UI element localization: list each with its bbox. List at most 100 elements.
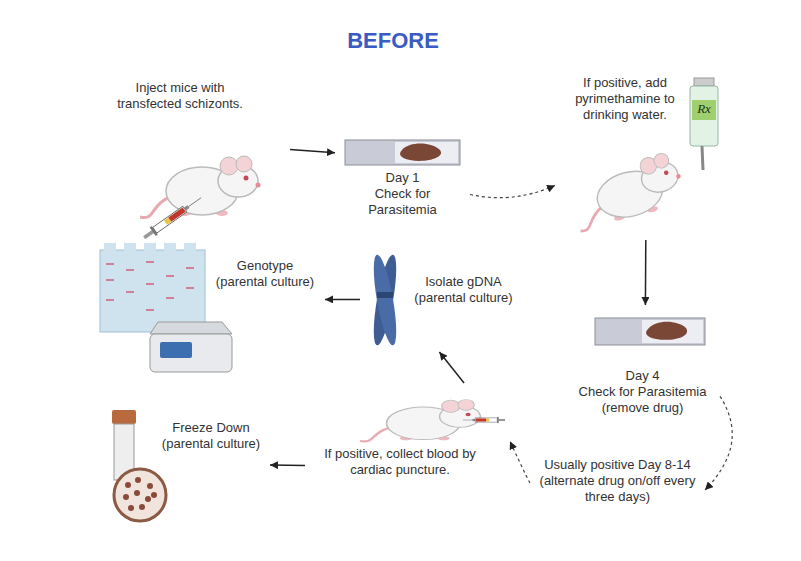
frozen-vial-part — [123, 477, 157, 511]
frozen-vial-part-part — [134, 490, 140, 496]
gel-and-pcr-part — [106, 262, 194, 310]
blood-slide-part — [595, 318, 705, 345]
frozen-vial-part — [112, 410, 136, 424]
gel-and-pcr-part — [104, 243, 116, 251]
step-node: If positive, collect blood by cardiac pu… — [310, 388, 505, 485]
cardiac-puncture-mouse-part — [360, 399, 483, 441]
frozen-vial-part-part — [147, 483, 153, 489]
drinking-mouse-part-part — [567, 150, 688, 232]
caption-text: Isolate gDNA — [407, 274, 520, 290]
drinking-mouse-part — [690, 86, 718, 146]
blood-slide-part — [400, 144, 441, 161]
chromosome-part — [369, 253, 401, 346]
gel-and-pcr-part-part — [146, 283, 154, 285]
gel-and-pcr-part — [160, 342, 192, 358]
step-node: Inject mice with transfected schizonts. — [105, 75, 285, 230]
caption-text: Check for Parasitemia (remove drug) — [570, 384, 715, 416]
gel-and-pcr-part — [144, 243, 156, 251]
blood-slide — [595, 318, 705, 345]
gel-and-pcr-part-part — [106, 299, 114, 301]
gel-and-pcr-part-part — [146, 309, 154, 311]
chromosome-part — [369, 253, 401, 346]
frozen-vial-part — [114, 469, 166, 521]
flow-arrow — [270, 464, 305, 466]
chromosome-part — [377, 292, 393, 298]
cardiac-puncture-mouse-part-part — [463, 417, 505, 423]
caption-text: Inject mice with transfected schizonts. — [105, 80, 255, 112]
frozen-vial-part-part — [135, 477, 141, 483]
drinking-mouse-part — [702, 146, 703, 170]
step-caption: Isolate gDNA(parental culture) — [407, 274, 520, 306]
caption-text: Genotype — [210, 258, 320, 274]
gel-and-pcr — [100, 243, 232, 372]
frozen-vial-part-part — [145, 496, 151, 502]
gel-and-pcr-part-part — [186, 287, 194, 289]
gel-and-pcr-part — [164, 243, 176, 251]
dashed-arrow — [510, 441, 530, 483]
dashed-arrow — [470, 186, 555, 198]
flow-arrow — [325, 299, 360, 301]
flow-arrow — [290, 149, 335, 152]
chromosome — [369, 253, 401, 346]
bottle-label: Rx — [692, 101, 716, 117]
frozen-vial-part-part — [151, 492, 157, 498]
gel-and-pcr-part-part — [146, 261, 154, 263]
step-node: Usually positive Day 8-14 (alternate dru… — [535, 455, 700, 525]
gel-and-pcr-part — [100, 250, 205, 332]
step-caption: Genotype(parental culture) — [210, 258, 320, 290]
blood-slide-part — [395, 142, 458, 163]
step-node: Day 1Check for Parasitemia — [340, 135, 465, 220]
drinking-mouse-part — [567, 150, 688, 232]
gel-and-pcr-part — [150, 334, 232, 372]
gel-and-pcr-part-part — [126, 291, 134, 293]
caption-text: If positive, collect blood by cardiac pu… — [310, 446, 490, 478]
injected-mouse-part-part — [141, 193, 204, 242]
caption-text: (parental culture) — [407, 290, 520, 306]
step-caption: Day 1Check for Parasitemia — [340, 170, 465, 218]
frozen-vial — [112, 410, 166, 521]
frozen-vial-part-part — [139, 504, 145, 510]
frozen-vial-part-part — [125, 482, 131, 488]
cardiac-puncture-mouse-part — [463, 417, 505, 423]
step-caption: Usually positive Day 8-14 (alternate dru… — [535, 457, 700, 505]
injected-mouse — [140, 156, 261, 242]
step-caption: If positive, add pyrimethamine to drinki… — [560, 75, 690, 123]
step-node: Freeze Down(parental culture) — [105, 410, 265, 535]
step-caption: Inject mice with transfected schizonts. — [105, 80, 255, 112]
injected-mouse-part — [141, 193, 204, 242]
gel-and-pcr-part — [184, 243, 196, 251]
frozen-vial-part-part — [128, 505, 134, 511]
step-node: Genotype(parental culture) — [100, 240, 320, 375]
caption-text: Usually positive Day 8-14 (alternate dru… — [535, 457, 700, 505]
gel-and-pcr-part — [150, 322, 232, 334]
step-caption: Freeze Down(parental culture) — [157, 420, 265, 452]
blood-slide-part — [646, 322, 687, 340]
drinking-mouse-part — [692, 100, 716, 120]
caption-text: Check for Parasitemia — [340, 186, 465, 218]
diagram-title: BEFORE — [0, 28, 786, 54]
step-caption: Day 4Check for Parasitemia (remove drug) — [570, 368, 715, 416]
step-node: Day 4Check for Parasitemia (remove drug) — [570, 310, 715, 418]
blood-slide-part — [345, 140, 460, 165]
caption-text: Freeze Down — [157, 420, 265, 436]
drinking-mouse-part — [694, 78, 714, 86]
caption-text: (parental culture) — [157, 436, 265, 452]
flow-arrow — [439, 352, 464, 383]
cardiac-puncture-mouse-part-part — [360, 399, 483, 441]
gel-and-pcr-part-part — [106, 263, 114, 265]
cardiac-puncture-mouse — [360, 399, 505, 441]
caption-text: If positive, add pyrimethamine to drinki… — [560, 75, 690, 123]
blood-slide-part — [642, 320, 703, 343]
frozen-vial-part-part — [123, 494, 129, 500]
gel-and-pcr-part-part — [186, 267, 194, 269]
step-node: If positive, add pyrimethamine to drinki… — [560, 70, 725, 235]
caption-text: Day 1 — [340, 170, 465, 186]
gel-and-pcr-part-part — [126, 269, 134, 271]
dashed-arrow — [705, 396, 732, 490]
flow-arrow — [645, 240, 647, 305]
caption-text: (parental culture) — [210, 274, 320, 290]
gel-and-pcr-part-part — [106, 279, 114, 281]
gel-and-pcr-part — [124, 243, 136, 251]
gel-and-pcr-part-part — [166, 297, 174, 299]
